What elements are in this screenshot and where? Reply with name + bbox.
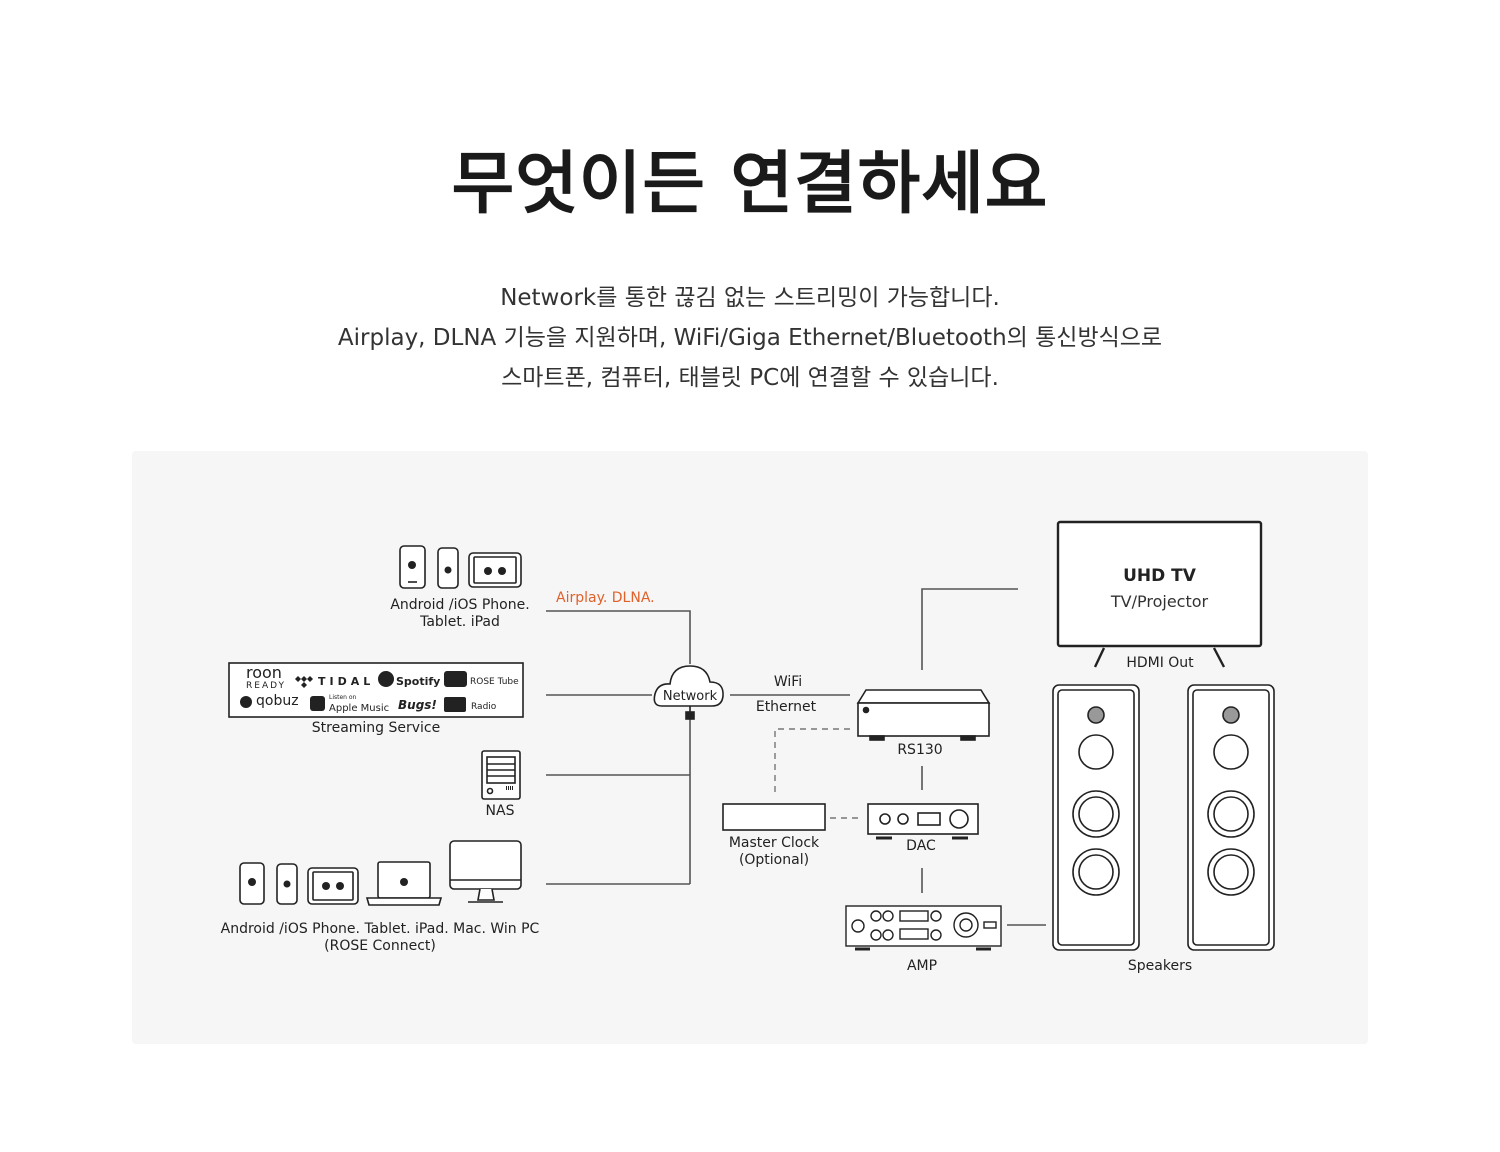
radio-icon <box>444 697 466 712</box>
nas-label: NAS <box>485 803 515 819</box>
dac-label: DAC <box>906 838 936 854</box>
airplay-dlna-label: Airplay. DLNA. <box>556 590 655 606</box>
description-line-1: Network를 통한 끊김 없는 스트리밍이 가능합니다. <box>500 285 1000 311</box>
qobuz-icon <box>240 696 252 708</box>
description: Network를 통한 끊김 없는 스트리밍이 가능합니다. Airplay, … <box>0 278 1500 398</box>
amp-device-icon <box>845 905 1002 951</box>
pc-label: Android /iOS Phone. Tablet. iPad. Mac. W… <box>210 921 550 955</box>
description-line-2: Airplay, DLNA 기능을 지원하며, WiFi/Giga Ethern… <box>337 325 1163 351</box>
description-line-3: 스마트폰, 컴퓨터, 태블릿 PC에 연결할 수 있습니다. <box>501 365 999 391</box>
roon-ready-label: READY <box>246 681 287 691</box>
tv-title: UHD TV <box>1123 566 1196 586</box>
rosetube-logo: ROSE Tube <box>470 677 519 687</box>
line-clock-rs130 <box>774 728 850 792</box>
uhd-tv-icon <box>1056 520 1263 668</box>
speakers-icon <box>1052 684 1275 951</box>
pc-label-line-2: (ROSE Connect) <box>324 938 436 954</box>
mobile-devices-icon <box>399 545 522 589</box>
bugs-logo: Bugs! <box>398 698 437 712</box>
rs130-label: RS130 <box>897 742 943 758</box>
page-title: 무엇이든 연결하세요 <box>451 145 1049 224</box>
android-icon <box>408 561 416 569</box>
mobile-label-line-2: Tablet. iPad <box>420 614 500 630</box>
nas-icon <box>481 750 521 800</box>
hdmi-out-label: HDMI Out <box>1126 655 1194 671</box>
apple-icon-tablet <box>484 567 492 575</box>
master-clock-icon <box>722 803 826 831</box>
master-clock-label-line-1: Master Clock <box>728 835 820 851</box>
radio-logo: Radio <box>471 702 497 712</box>
apple-music-logo: Apple Music <box>329 703 390 714</box>
rosetube-icon <box>444 671 467 687</box>
spotify-icon <box>378 671 394 687</box>
line-mobile-network <box>546 610 691 664</box>
master-clock-label: Master Clock (Optional) <box>719 835 829 869</box>
dac-device-icon <box>867 803 979 840</box>
apple-music-icon <box>310 696 325 711</box>
pc-label-line-1: Android /iOS Phone. Tablet. iPad. Mac. W… <box>220 921 540 937</box>
mobile-label: Android /iOS Phone. Tablet. iPad <box>380 597 540 631</box>
master-clock-label-line-2: (Optional) <box>738 852 810 868</box>
streaming-services-box <box>228 662 524 718</box>
apple-music-small-label: Listen on <box>329 694 357 701</box>
mobile-label-line-1: Android /iOS Phone. <box>390 597 530 613</box>
roon-logo: roon <box>246 663 282 682</box>
network-cloud-icon <box>653 665 724 720</box>
android-icon-tablet <box>498 567 506 575</box>
line-rs130-tv <box>921 588 1018 670</box>
network-label: Network <box>662 689 718 704</box>
ethernet-label: Ethernet <box>755 699 817 715</box>
amp-label: AMP <box>906 958 938 974</box>
wifi-label: WiFi <box>773 674 803 690</box>
tv-subtitle: TV/Projector <box>1110 592 1209 611</box>
apple-icon <box>444 566 452 574</box>
pc-devices-icon <box>239 840 522 906</box>
tidal-icon <box>295 676 313 688</box>
rs130-device-icon <box>856 689 991 741</box>
speakers-label: Speakers <box>1127 958 1193 974</box>
streaming-service-label: Streaming Service <box>311 720 441 736</box>
spotify-logo: Spotify <box>396 675 441 688</box>
qobuz-logo: qobuz <box>256 693 299 709</box>
tidal-logo: TIDAL <box>318 675 375 688</box>
